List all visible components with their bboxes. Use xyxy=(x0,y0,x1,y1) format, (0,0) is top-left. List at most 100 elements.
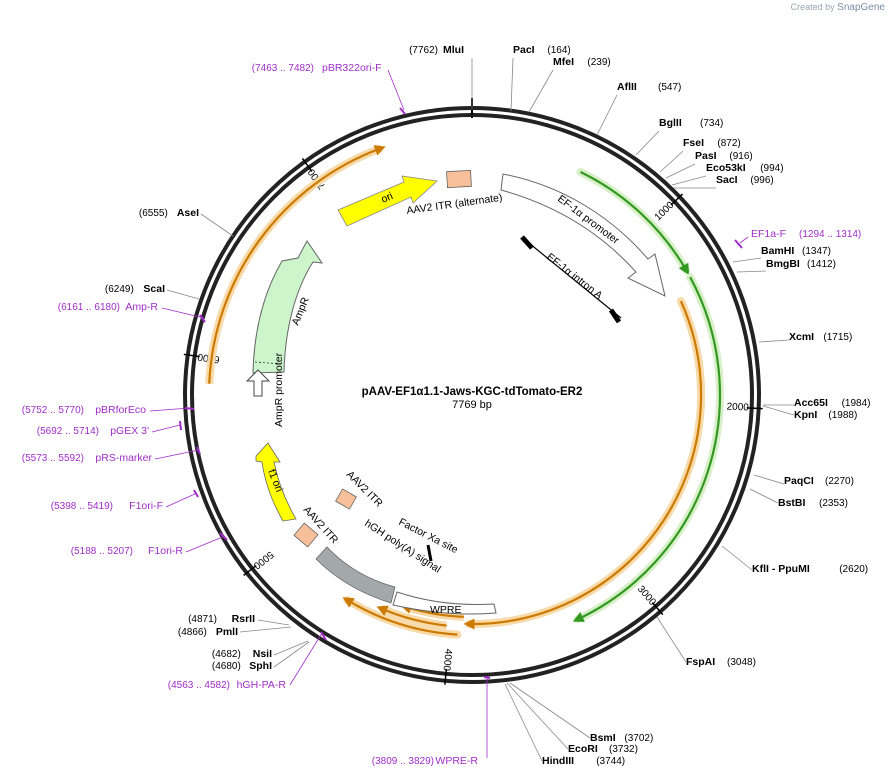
tick-mark-2000 xyxy=(746,407,763,410)
orf-arc-orange-2[interactable] xyxy=(342,597,458,636)
orf-arc-green-2[interactable] xyxy=(572,276,721,622)
primer-pbrforeco-name: pBRforEco xyxy=(95,404,146,416)
site-ecori-name: EcoRI xyxy=(568,743,598,755)
primer-ef1a-f-mark xyxy=(734,239,743,249)
primer-leader xyxy=(165,492,198,508)
feature-f1-ori[interactable]: f1 ori xyxy=(255,442,297,522)
site-bmgbi-pos: (1412) xyxy=(807,259,836,270)
site-scai[interactable]: ScaI(6249) xyxy=(105,283,165,295)
site-paci-name: PacI xyxy=(513,44,535,56)
leader-line xyxy=(753,474,785,485)
primer-pbr322ori-f[interactable]: pBR322ori-F(7463 .. 7482) xyxy=(252,62,382,74)
site-xcmi-pos: (1715) xyxy=(823,332,852,343)
primer-amp-r[interactable]: Amp-R (6161 .. 6180) xyxy=(58,301,159,313)
primer-f1ori-f-mark xyxy=(193,489,199,498)
primer-f1ori-r[interactable]: F1ori-R(5188 .. 5207) xyxy=(71,545,184,557)
site-fspai-pos: (3048) xyxy=(727,657,756,668)
site-pmli[interactable]: PmlI(4866) xyxy=(178,626,238,638)
site-labels-layer: MluI (7762) PacI (164)MfeI (239) AflII(547) Bg… xyxy=(22,44,871,767)
leader-line xyxy=(257,619,290,626)
leader-line xyxy=(273,640,309,656)
site-paci-pos: (164) xyxy=(547,45,570,56)
feature-itr-box-2[interactable] xyxy=(293,522,319,548)
orf-arc-orange-5[interactable] xyxy=(208,145,386,384)
primer-prs-marker[interactable]: pRS-marker(5573 .. 5592) xyxy=(22,452,153,464)
leader-line xyxy=(721,545,753,571)
feature-ampr-promoter[interactable]: AmpR promoter xyxy=(245,352,285,427)
site-bamhi-name: BamHI xyxy=(761,245,794,257)
tick-mark-3000 xyxy=(651,602,664,616)
site-bamhi[interactable]: BamHI(1347) xyxy=(761,245,831,257)
site-mlui-name: MluI xyxy=(443,44,464,56)
feature-itr-alt-box[interactable] xyxy=(446,170,472,188)
site-eco53ki[interactable]: Eco53kI(994) xyxy=(706,162,784,174)
primer-pbrforeco[interactable]: pBRforEco(5752 .. 5770) xyxy=(22,404,146,416)
tick-label-4000: 4000 xyxy=(440,648,453,672)
feature-wpre-arrow[interactable] xyxy=(392,591,497,615)
site-acc65i[interactable]: Acc65I(1984) xyxy=(794,397,871,409)
site-fspai[interactable]: FspAI(3048) xyxy=(686,656,756,668)
site-acc65i-name: Acc65I xyxy=(794,397,828,409)
site-mlui[interactable]: MluI (7762) xyxy=(409,44,464,56)
site-mfei-pos: (239) xyxy=(587,57,610,68)
site-paqci[interactable]: PaqCI(2270) xyxy=(784,475,854,487)
orf-arc-orange-1[interactable] xyxy=(463,300,703,630)
site-rsrii-name: RsrII xyxy=(232,613,255,625)
site-aflii[interactable]: AflII(547) xyxy=(617,81,681,93)
primer-wpre-r[interactable]: WPRE-R(3809 .. 3829) xyxy=(372,755,479,767)
primer-leader xyxy=(161,307,205,319)
site-paci[interactable]: PacI (164) xyxy=(513,44,571,56)
primer-wpre-r-name: WPRE-R xyxy=(435,755,478,767)
site-sphi[interactable]: SphI(4680) xyxy=(212,660,272,672)
tick-label-5000: 5000 xyxy=(251,549,276,572)
site-pasi[interactable]: PasI(916) xyxy=(695,150,753,162)
feature-ori[interactable]: ori xyxy=(337,175,438,227)
credit-text: Created by xyxy=(790,2,835,12)
site-kpni[interactable]: KpnI(1988) xyxy=(794,409,857,421)
primer-amp-r-mark xyxy=(199,314,206,323)
site-kfli-ppumi[interactable]: KflI - PpuMI(2620) xyxy=(752,563,868,575)
feature-itr-box-1[interactable] xyxy=(335,488,357,510)
site-bglii[interactable]: BglII(734) xyxy=(659,117,723,129)
site-bmgbi[interactable]: BmgBI(1412) xyxy=(766,258,836,270)
site-bstbi[interactable]: BstBI(2353) xyxy=(778,497,848,509)
site-paqci-pos: (2270) xyxy=(825,476,854,487)
leader-line xyxy=(635,130,660,156)
primer-f1ori-r-range: (5188 .. 5207) xyxy=(71,546,133,557)
site-ecori[interactable]: EcoRI (3732) xyxy=(568,743,638,755)
plasmid-name: pAAV-EF1α1.1-Jaws-KGC-tdTomato-ER2 xyxy=(362,386,583,398)
site-ecori-pos: (3732) xyxy=(609,744,638,755)
primer-hgh-pa-r[interactable]: hGH-PA-R(4563 .. 4582) xyxy=(168,679,287,691)
primer-leader xyxy=(154,449,200,460)
leader-line xyxy=(200,213,234,237)
site-hindiii[interactable]: HindIII(3744) xyxy=(542,755,625,767)
primer-hgh-pa-r-mark xyxy=(320,631,327,641)
primer-amp-r-name: Amp-R xyxy=(125,301,158,313)
snapgene-credit: Created by SnapGene xyxy=(791,2,885,13)
orf-arc-green-1[interactable] xyxy=(580,171,690,275)
site-mlui-pos: (7762) xyxy=(409,45,438,56)
site-nsii[interactable]: NsiI(4682) xyxy=(212,648,272,660)
site-rsrii[interactable]: RsrII (4871) xyxy=(188,613,255,625)
site-mfei-name: MfeI xyxy=(553,56,574,68)
site-fsei[interactable]: FseI(872) xyxy=(683,137,741,149)
site-mfei[interactable]: MfeI (239) xyxy=(553,56,611,68)
leader-line xyxy=(166,289,200,300)
primer-pgex-3[interactable]: pGEX 3'(5692 .. 5714) xyxy=(37,425,149,437)
feature-hgh-polya-arrow[interactable] xyxy=(315,546,396,604)
primer-leader xyxy=(739,236,749,244)
primer-f1ori-f[interactable]: F1ori-F(5398 .. 5419) xyxy=(51,500,163,512)
feature-ef1a-promoter-label: EF-1α promoter xyxy=(555,193,622,247)
leader-line xyxy=(671,175,707,186)
site-rsrii-pos: (4871) xyxy=(188,614,217,625)
feature-ampr[interactable]: AmpR xyxy=(252,240,324,374)
site-bsmi[interactable]: BsmI(3702) xyxy=(590,732,653,744)
orf-arc-orange-4[interactable] xyxy=(376,605,447,627)
site-asei[interactable]: AseI(6555) xyxy=(139,207,199,219)
site-xcmi[interactable]: XcmI(1715) xyxy=(789,331,852,343)
feature-ef1a-intron[interactable]: EF-1α intron A xyxy=(520,235,622,324)
site-saci[interactable]: SacI(996) xyxy=(716,174,774,186)
primer-amp-r-range: (6161 .. 6180) xyxy=(58,302,120,313)
primer-ef1a-f[interactable]: EF1a-F(1294 .. 1314) xyxy=(751,228,861,240)
primer-leader xyxy=(149,407,191,412)
